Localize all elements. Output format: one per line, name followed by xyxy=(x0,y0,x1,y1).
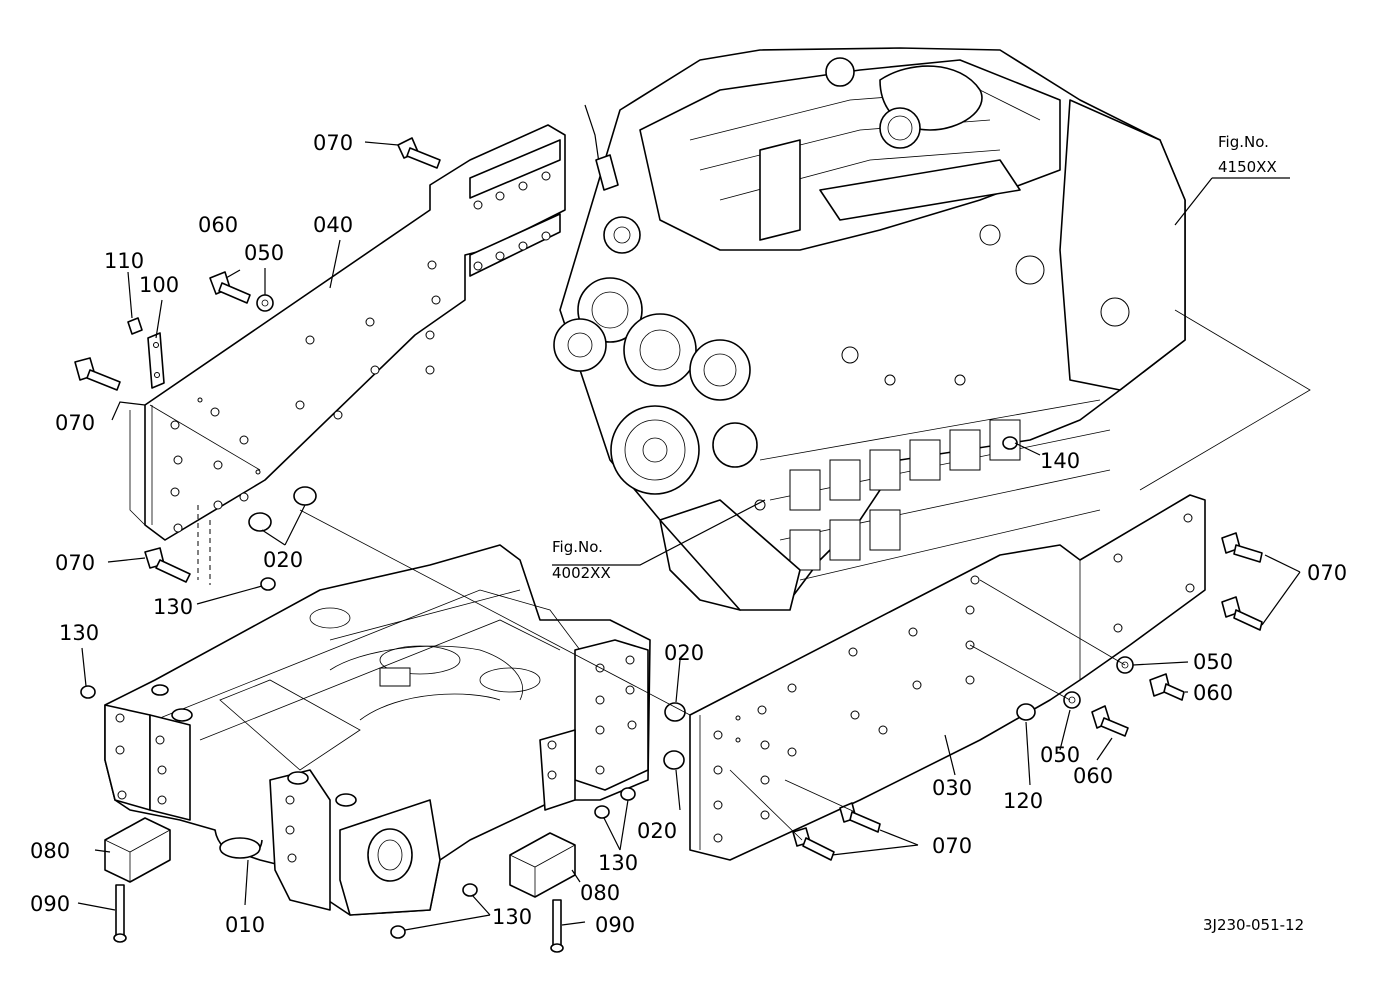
callout-130: 130 xyxy=(153,595,193,619)
fig-ref-number: 4150XX xyxy=(1218,158,1277,176)
callout-140: 140 xyxy=(1040,449,1080,473)
callout-080: 080 xyxy=(580,881,620,905)
callout-060: 060 xyxy=(1193,681,1233,705)
callout-130: 130 xyxy=(59,621,99,645)
fasteners xyxy=(74,137,1263,953)
callout-080: 080 xyxy=(30,839,70,863)
callout-060: 060 xyxy=(1073,764,1113,788)
callout-130: 130 xyxy=(598,851,638,875)
callout-020: 020 xyxy=(664,641,704,665)
callout-060: 060 xyxy=(198,213,238,237)
bracket-040 xyxy=(129,124,566,585)
callout-090: 090 xyxy=(30,892,70,916)
callout-070: 070 xyxy=(1307,561,1347,585)
callout-130: 130 xyxy=(492,905,532,929)
fig-ref-label: Fig.No. xyxy=(552,538,603,556)
callout-020: 020 xyxy=(637,819,677,843)
callout-040: 040 xyxy=(313,213,353,237)
callout-050: 050 xyxy=(244,241,284,265)
callout-120: 120 xyxy=(1003,789,1043,813)
fig-ref-label: Fig.No. xyxy=(1218,133,1269,151)
frame-010 xyxy=(104,544,651,916)
callout-050: 050 xyxy=(1040,743,1080,767)
callout-050: 050 xyxy=(1193,650,1233,674)
callout-090: 090 xyxy=(595,913,635,937)
callout-070: 070 xyxy=(55,551,95,575)
bracket-030 xyxy=(689,494,1206,861)
callout-070: 070 xyxy=(55,411,95,435)
callout-030: 030 xyxy=(932,776,972,800)
callout-070: 070 xyxy=(313,131,353,155)
callout-100: 100 xyxy=(139,273,179,297)
callout-020: 020 xyxy=(263,548,303,572)
callout-labels: 070 060 040 050 110 100 070 070 020 130 … xyxy=(30,131,1347,937)
callout-110: 110 xyxy=(104,249,144,273)
fig-ref-number: 4002XX xyxy=(552,564,611,582)
drawing-code: 3J230-051-12 xyxy=(1203,916,1304,934)
leader-lines xyxy=(77,141,1311,931)
figure-references: Fig.No. 4150XX Fig.No. 4002XX xyxy=(552,133,1277,582)
engine-assembly xyxy=(553,47,1186,611)
callout-010: 010 xyxy=(225,913,265,937)
callout-070: 070 xyxy=(932,834,972,858)
